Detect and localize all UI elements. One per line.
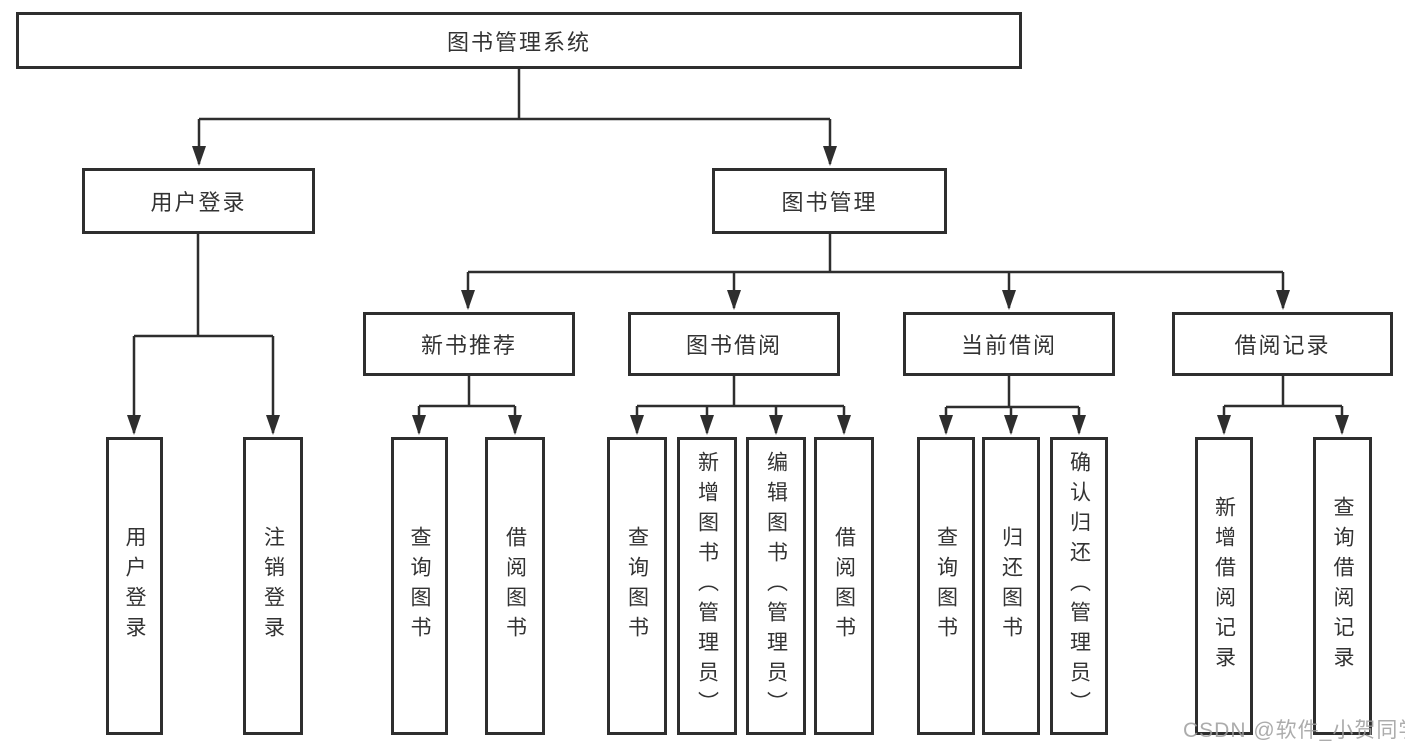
node-leaf-br-query-record: 查询借阅记录 [1313,437,1372,735]
node-borrow-records: 借阅记录 [1172,312,1393,376]
node-book-borrowing: 图书借阅 [628,312,840,376]
node-new-book-recommend: 新书推荐 [363,312,575,376]
node-label: 注销登录 [261,526,285,646]
node-current-borrowing: 当前借阅 [903,312,1115,376]
node-label: 查询借阅记录 [1331,496,1354,676]
node-leaf-bb-query-books: 查询图书 [607,437,667,735]
node-label: 图书管理 [781,190,878,215]
node-label: 新增借阅记录 [1212,496,1236,676]
node-leaf-nb-borrow-books: 借阅图书 [485,437,545,735]
node-leaf-bb-edit-books-admin: 编辑图书（管理员） [746,437,806,735]
node-label: 借阅图书 [503,526,527,646]
node-leaf-bb-borrow-books: 借阅图书 [814,437,874,735]
node-label: 归还图书 [999,526,1023,646]
node-label: 借阅记录 [1234,333,1331,358]
node-label: 图书借阅 [685,333,782,358]
node-label: 查询图书 [625,526,649,646]
node-leaf-user-login: 用户登录 [106,437,163,735]
node-label: 当前借阅 [960,333,1057,358]
node-label: 新书推荐 [420,333,517,358]
node-label: 确认归还（管理员） [1067,451,1091,721]
node-leaf-nb-query-books: 查询图书 [391,437,448,735]
node-leaf-cb-confirm-return-admin: 确认归还（管理员） [1050,437,1108,735]
node-label: 编辑图书（管理员） [764,451,788,721]
node-label: 新增图书（管理员） [695,451,719,721]
node-label: 查询图书 [408,526,431,646]
node-label: 借阅图书 [832,526,856,646]
node-library-management-system: 图书管理系统 [16,12,1022,69]
csdn-watermark: CSDN @软件_小贺同学 [1183,719,1405,742]
node-leaf-cb-query-books: 查询图书 [917,437,975,735]
node-label: 图书管理系统 [446,29,591,55]
node-book-management: 图书管理 [712,168,947,234]
node-leaf-bb-add-books-admin: 新增图书（管理员） [677,437,737,735]
node-user-login: 用户登录 [82,168,315,234]
node-label: 用户登录 [123,526,146,646]
node-leaf-cb-return-books: 归还图书 [982,437,1040,735]
node-label: 查询图书 [934,526,958,646]
node-label: 用户登录 [150,190,247,215]
node-leaf-br-add-record: 新增借阅记录 [1195,437,1253,735]
node-leaf-logout: 注销登录 [243,437,303,735]
